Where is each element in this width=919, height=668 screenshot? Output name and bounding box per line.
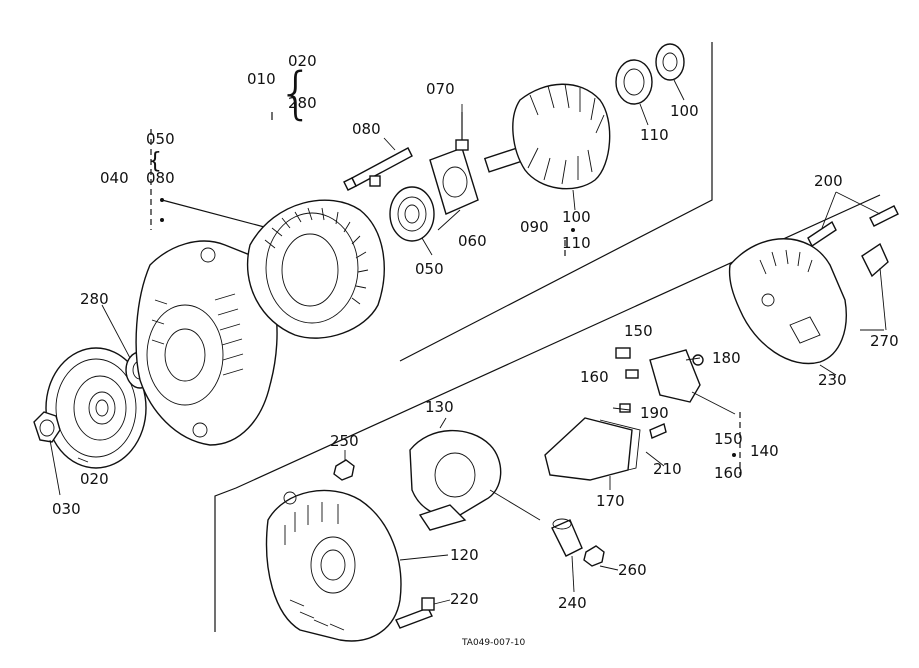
label-080: 080 <box>352 120 381 138</box>
retainer-screw <box>455 112 469 151</box>
label-200: 200 <box>814 172 843 190</box>
guide-lines <box>150 42 881 632</box>
frame-bolt <box>395 597 435 629</box>
label-050: 050 <box>146 130 175 148</box>
label-120: 120 <box>450 546 479 564</box>
cover-bolts <box>807 191 899 248</box>
label-250: 250 <box>330 432 359 450</box>
bracket-brace-2: { <box>148 149 162 174</box>
label-270: 270 <box>870 332 899 350</box>
front-bearing <box>389 186 435 242</box>
label-280-top: 280 <box>288 94 317 112</box>
regulator <box>544 403 667 481</box>
label-050b: 050 <box>415 260 444 278</box>
label-280: 280 <box>80 290 109 308</box>
rotor <box>483 83 611 190</box>
label-010: 010 <box>247 70 276 88</box>
bracket-brace-1: { <box>278 61 314 126</box>
label-190: 190 <box>640 404 669 422</box>
bearing-cover <box>655 43 685 81</box>
leader-lines <box>49 79 884 605</box>
pulley-nut <box>33 411 61 443</box>
label-100: 100 <box>670 102 699 120</box>
small-nut <box>333 459 355 481</box>
retainer-plate <box>429 147 479 215</box>
rectifier <box>409 429 541 531</box>
label-060: 060 <box>458 232 487 250</box>
label-210: 210 <box>653 460 682 478</box>
label-220: 220 <box>450 590 479 608</box>
label-110b: 110 <box>562 234 591 252</box>
label-020-top: 020 <box>288 52 317 70</box>
pulley <box>45 347 147 469</box>
label-030: 030 <box>52 500 81 518</box>
bracket-dots <box>160 198 736 457</box>
label-170: 170 <box>596 492 625 510</box>
label-070: 070 <box>426 80 455 98</box>
label-160b: 160 <box>714 464 743 482</box>
through-bolt <box>343 147 413 191</box>
terminal-nut <box>583 545 605 567</box>
label-080b: 080 <box>146 169 175 187</box>
label-160: 160 <box>580 368 609 386</box>
figure-reference-code: TA049-007-10 <box>461 638 526 648</box>
terminal-bushing <box>551 518 583 557</box>
brush-holder <box>615 347 704 403</box>
label-230: 230 <box>818 371 847 389</box>
label-260: 260 <box>618 561 647 579</box>
label-240: 240 <box>558 594 587 612</box>
label-020: 020 <box>80 470 109 488</box>
terminal-clip <box>861 242 889 331</box>
stator <box>246 199 385 339</box>
label-110: 110 <box>640 126 669 144</box>
label-180: 180 <box>712 349 741 367</box>
label-150b: 150 <box>714 430 743 448</box>
drive-end-frame <box>135 240 278 446</box>
rear-bearing <box>615 59 653 105</box>
label-140: 140 <box>750 442 779 460</box>
label-150: 150 <box>624 322 653 340</box>
rear-cover <box>728 238 847 365</box>
label-040: 040 <box>100 169 129 187</box>
label-090: 090 <box>520 218 549 236</box>
label-130: 130 <box>425 398 454 416</box>
rear-end-frame <box>265 489 402 642</box>
part-labels: 010 020 280 { 070 080 050 040 080 { 100 … <box>52 52 899 648</box>
label-100b: 100 <box>562 208 591 226</box>
